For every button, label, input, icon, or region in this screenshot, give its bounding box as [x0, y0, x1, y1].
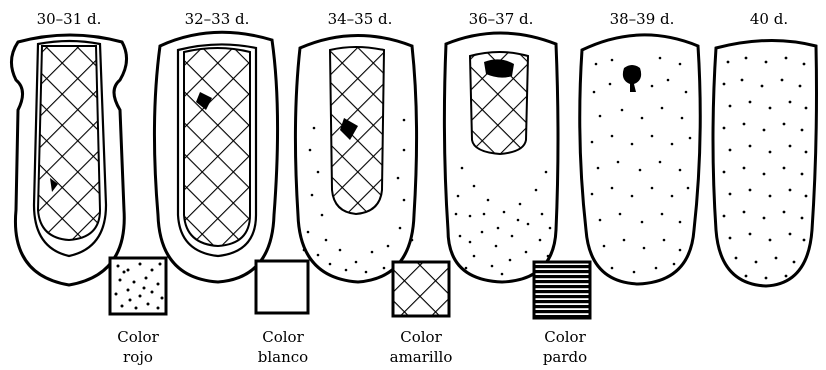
fruit-stage-5 — [580, 35, 701, 284]
stage-label-6: 40 d. — [750, 10, 788, 28]
swatch-white — [256, 261, 308, 313]
fruit-stage-3 — [295, 35, 416, 282]
swatch-brown — [534, 262, 590, 318]
fruit-stage-2 — [154, 32, 277, 282]
stage-label-3: 34–35 d. — [328, 10, 393, 28]
stage-label-1: 30–31 d. — [37, 10, 102, 28]
legend-red-line2: rojo — [123, 348, 153, 366]
legend-brown-line2: pardo — [543, 348, 587, 366]
legend-white-line1: Color — [262, 328, 304, 346]
stage-label-2: 32–33 d. — [185, 10, 250, 28]
legend-white-line2: blanco — [258, 348, 308, 366]
legend-labels: Color rojo Color blanco Color amarillo C… — [117, 328, 587, 366]
fruit-stage-1 — [11, 35, 126, 285]
crosshatch-core — [38, 46, 100, 240]
fruit-stage-4 — [444, 33, 558, 282]
fruit-outline — [713, 40, 817, 286]
swatch-yellow — [393, 262, 449, 316]
legend-yellow-line1: Color — [400, 328, 442, 346]
crosshatch-core — [330, 47, 384, 214]
brown-spot — [484, 59, 514, 77]
stage-label-4: 36–37 d. — [469, 10, 534, 28]
legend-red-line1: Color — [117, 328, 159, 346]
legend-brown-line1: Color — [544, 328, 586, 346]
fruit-stage-6 — [713, 40, 817, 286]
stage-labels: 30–31 d. 32–33 d. 34–35 d. 36–37 d. 38–3… — [37, 10, 789, 28]
stage-label-5: 38–39 d. — [610, 10, 675, 28]
swatch-red — [110, 258, 166, 314]
legend-yellow-line2: amarillo — [390, 348, 453, 366]
crosshatch-core — [184, 48, 250, 246]
